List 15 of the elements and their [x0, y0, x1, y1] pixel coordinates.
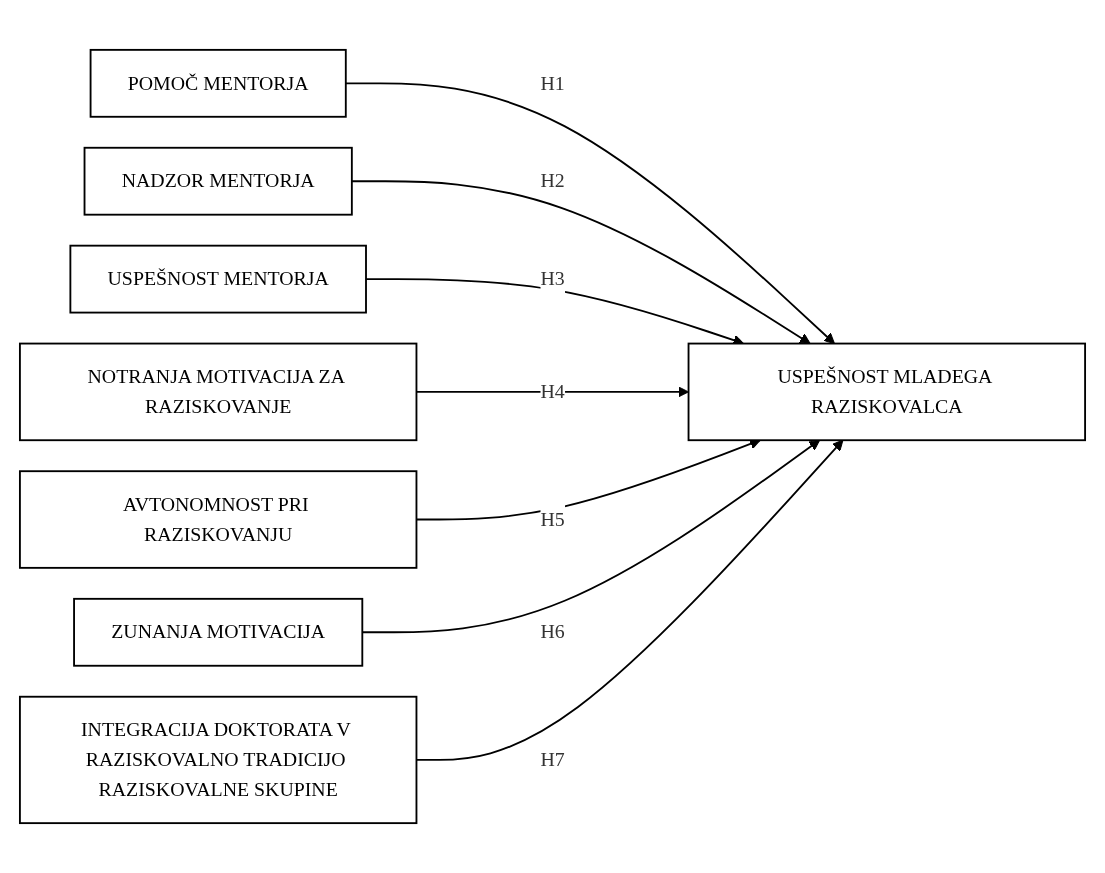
node-box: AVTONOMNOST PRI RAZISKOVANJU — [19, 470, 418, 569]
node-box: USPEŠNOST MLADEGA RAZISKOVALCA — [687, 342, 1086, 442]
edge-label: H2 — [540, 170, 565, 192]
edge-label: H5 — [540, 508, 565, 530]
edge-label: H7 — [540, 748, 565, 770]
edge-label: H3 — [540, 267, 565, 290]
edge-label: H6 — [540, 621, 565, 643]
edge-label: H1 — [540, 72, 565, 94]
node-box: NOTRANJA MOTIVACIJA ZA RAZISKOVANJE — [19, 342, 418, 442]
node-box: INTEGRACIJA DOKTORATA V RAZISKOVALNO TRADICIJO RAZISKOVALNE SKUPINE — [19, 695, 418, 825]
node-box: POMOČ MENTORJA — [89, 48, 347, 118]
node-box: NADZOR MENTORJA — [83, 146, 353, 216]
node-box: USPEŠNOST MENTORJA — [69, 244, 367, 314]
node-box: ZUNANJA MOTIVACIJA — [73, 597, 364, 667]
edge-label: H4 — [540, 380, 565, 402]
